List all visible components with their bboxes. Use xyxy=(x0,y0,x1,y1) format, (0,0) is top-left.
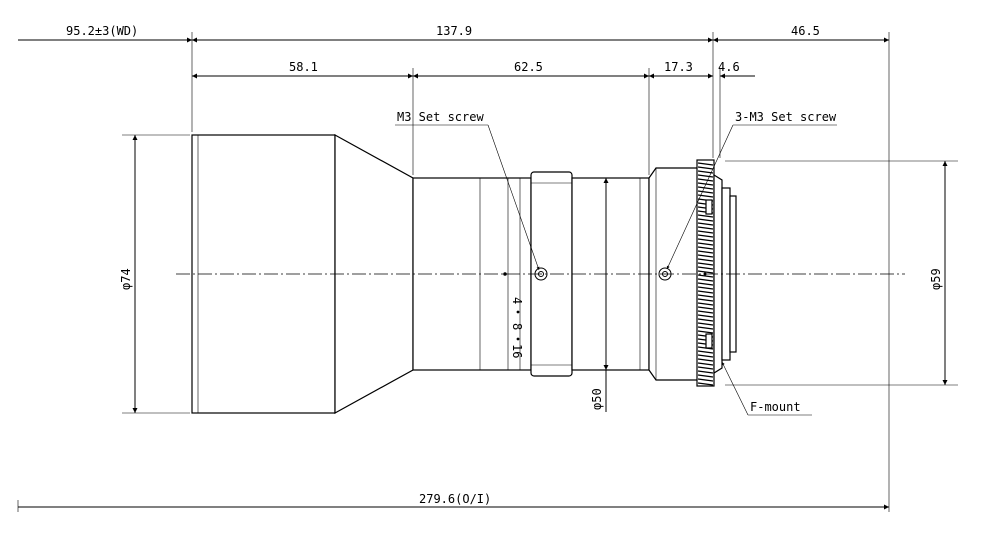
aperture-scale: 4 8 16 xyxy=(510,297,524,358)
dim-rear-segment: 17.3 xyxy=(664,60,693,74)
extension-lines xyxy=(17,32,958,512)
callout-f-mount: F-mount xyxy=(750,400,801,414)
aperture-mark-4: 4 xyxy=(510,297,524,304)
dim-object-to-image: 279.6(O/I) xyxy=(419,492,491,506)
callout-set-screw-3: 3-M3 Set screw xyxy=(735,110,837,124)
dimension-lines xyxy=(18,37,948,510)
aperture-mark-8: 8 xyxy=(510,323,524,330)
aperture-mark-16: 16 xyxy=(510,344,524,358)
dim-mount-segment: 4.6 xyxy=(718,60,740,74)
dim-front-segment: 58.1 xyxy=(289,60,318,74)
dim-middle-segment: 62.5 xyxy=(514,60,543,74)
dim-back-length: 46.5 xyxy=(791,24,820,38)
dimension-labels: 95.2±3(WD) 137.9 46.5 58.1 62.5 17.3 4.6… xyxy=(66,24,943,506)
dim-mount-diameter: φ59 xyxy=(929,268,943,290)
dim-wd: 95.2±3(WD) xyxy=(66,24,138,38)
dim-front-diameter: φ74 xyxy=(119,268,133,290)
dim-barrel-diameter: φ50 xyxy=(590,388,604,410)
dim-lens-length: 137.9 xyxy=(436,24,472,38)
callout-set-screw: M3 Set screw xyxy=(397,110,484,124)
callouts: M3 Set screw 3-M3 Set screw F-mount xyxy=(395,110,837,416)
